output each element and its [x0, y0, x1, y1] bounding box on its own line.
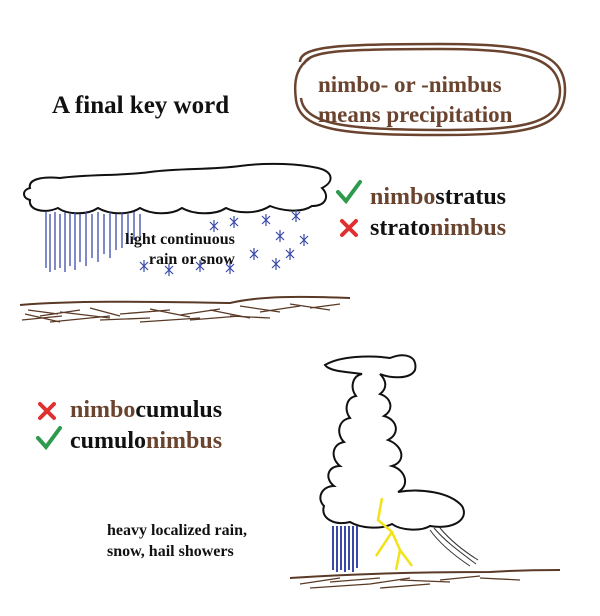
- cumulonimbus-description: heavy localized rain, snow, hail showers: [107, 520, 247, 562]
- nimbostratus-description: light continuous rain or snow: [125, 230, 235, 270]
- nimbostratus-rain: [45, 212, 141, 272]
- term-prefix: nimbo: [70, 397, 136, 423]
- cumulonimbus-description-line1: heavy localized rain,: [107, 522, 247, 539]
- ground-bottom: [289, 569, 561, 589]
- term-prefix: cumulo: [70, 428, 147, 454]
- term-nimbocumulus: nimbocumulus: [70, 397, 222, 424]
- term-cumulonimbus: cumulonimbus: [70, 428, 222, 455]
- definition-oval: [293, 42, 567, 137]
- nimbostratus-cloud: [23, 162, 332, 215]
- term-suffix: nimbus: [429, 215, 507, 241]
- term-suffix: nimbus: [146, 428, 223, 454]
- definition-line2: means precipitation: [318, 102, 513, 127]
- cumulonimbus-description-line2: snow, hail showers: [107, 543, 234, 560]
- stratonimbus-cross-icon: [340, 219, 358, 237]
- hail-streak: [429, 527, 479, 567]
- ground-top: [19, 295, 351, 323]
- nimbostratus-description-line2: rain or snow: [148, 251, 235, 268]
- term-suffix: cumulus: [135, 397, 223, 423]
- nimbocumulus-cross-icon: [38, 402, 56, 420]
- lightning-bolt: [374, 497, 413, 571]
- cumulonimbus-rain: [332, 526, 358, 572]
- term-suffix: stratus: [435, 184, 507, 210]
- definition-text: nimbo- or -nimbus means precipitation: [318, 70, 512, 130]
- term-prefix: strato: [370, 215, 430, 241]
- term-stratonimbus: stratonimbus: [370, 215, 506, 242]
- cumulonimbus-check-icon: [36, 426, 62, 451]
- cumulonimbus-cloud: [319, 354, 465, 531]
- nimbostratus-check-icon: [336, 180, 362, 205]
- term-nimbostratus: nimbostratus: [370, 184, 506, 211]
- page-title: A final key word: [52, 92, 230, 119]
- definition-line1: nimbo- or -nimbus: [318, 72, 502, 97]
- term-prefix: nimbo: [370, 184, 436, 210]
- nimbostratus-description-line1: light continuous: [125, 231, 235, 248]
- nimbostratus-snow: [139, 210, 309, 276]
